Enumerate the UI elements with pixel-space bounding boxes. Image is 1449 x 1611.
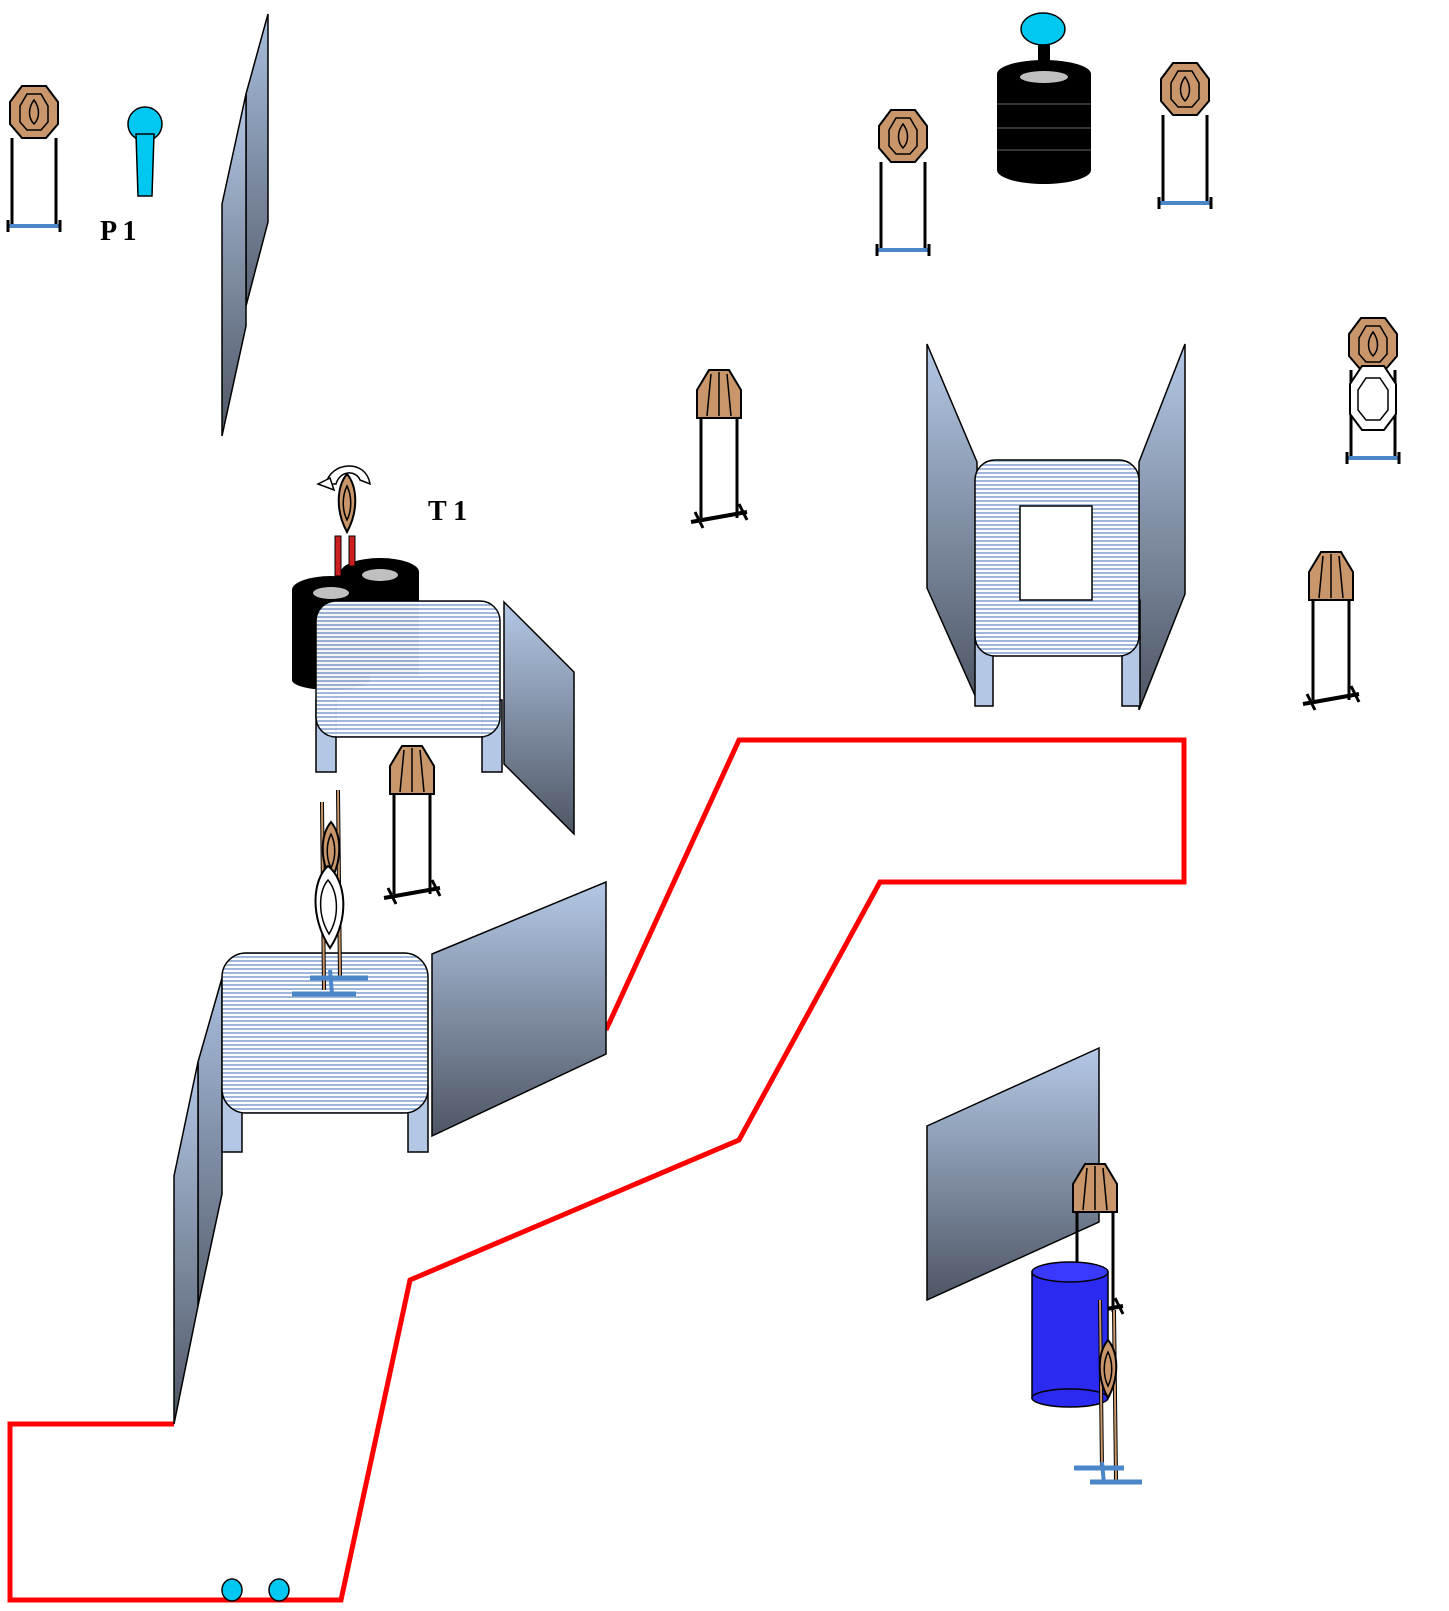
- vision-barrier-wall: [503, 600, 575, 836]
- no-shoot-target-icon: [314, 864, 345, 950]
- no-shoot-target-icon: [1349, 365, 1397, 431]
- paper-target-icon: [1301, 550, 1361, 712]
- turning-target-icon: [316, 465, 371, 577]
- steel-popper-icon: [1020, 12, 1066, 70]
- paper-target-icon: [875, 108, 931, 258]
- turner-label: T 1: [428, 496, 467, 527]
- fault-line: [7, 737, 1187, 1603]
- window-barricade: [974, 459, 1141, 707]
- start-position-icon: [221, 1578, 290, 1602]
- popper-label: P 1: [100, 216, 137, 247]
- tire-stack-icon: [997, 60, 1091, 184]
- paper-target-icon: [382, 744, 442, 906]
- barricade: [221, 952, 429, 1153]
- paper-target-icon: [689, 368, 749, 530]
- paper-target-icon: [6, 84, 62, 234]
- barricade: [315, 600, 503, 773]
- paper-target-icon: [1074, 1299, 1142, 1485]
- vision-barrier-wall: [173, 880, 607, 1425]
- vision-barrier-wall: [926, 1046, 1100, 1302]
- vision-barrier-wall: [221, 13, 269, 437]
- paper-target-icon: [1157, 61, 1213, 211]
- steel-popper-icon: [127, 106, 163, 197]
- vision-barrier-wall: [926, 343, 1186, 711]
- barrel-icon: [1031, 1261, 1109, 1408]
